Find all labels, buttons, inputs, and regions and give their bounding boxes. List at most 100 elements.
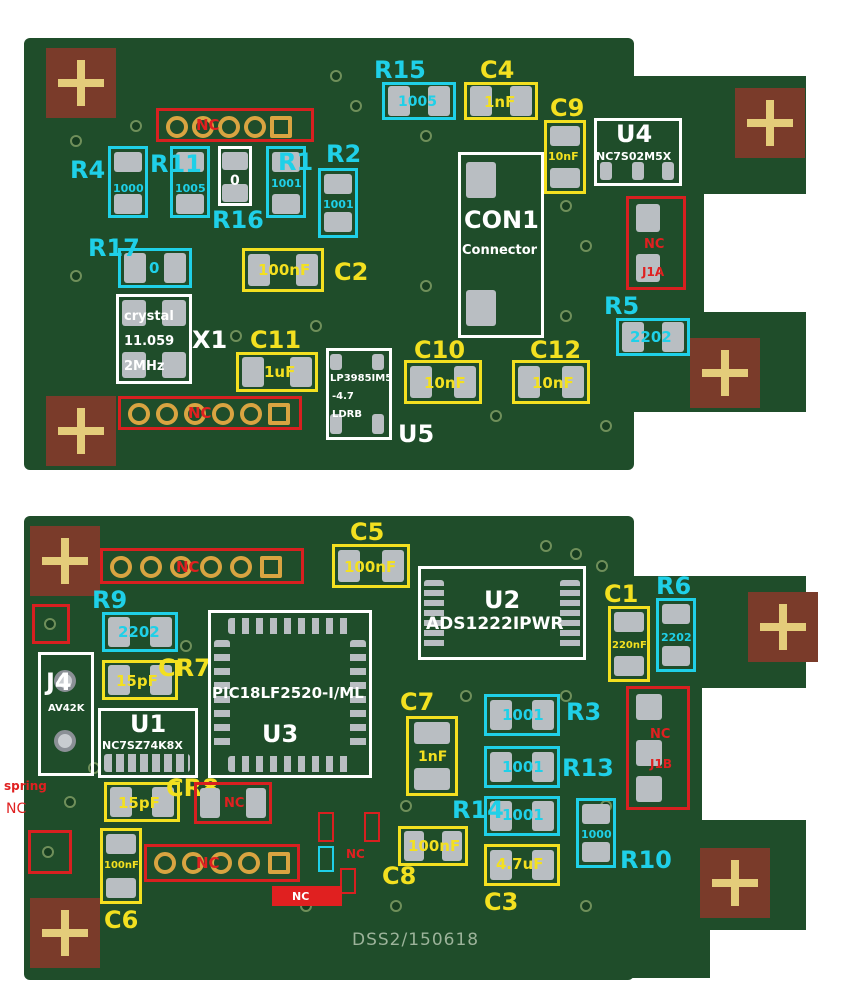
header-pin bbox=[128, 403, 150, 425]
r6-ref: R6 bbox=[656, 572, 692, 600]
pad bbox=[330, 414, 342, 434]
r10-ref: R10 bbox=[620, 846, 672, 874]
r9-ref: R9 bbox=[92, 586, 128, 614]
r4-value: 1000 bbox=[113, 182, 144, 195]
j1b-label: J1B bbox=[650, 757, 672, 771]
r9-box bbox=[102, 612, 178, 652]
pad bbox=[248, 254, 270, 286]
x1-line3: 2MHz bbox=[124, 359, 165, 374]
top-left-mount-cross bbox=[46, 48, 116, 118]
r4-box bbox=[108, 146, 148, 218]
nc-header-bottom-bot-box bbox=[144, 844, 300, 882]
j4-pin bbox=[54, 670, 76, 692]
header-pin bbox=[184, 403, 206, 425]
pad bbox=[290, 357, 312, 387]
c3-box bbox=[484, 844, 560, 886]
nc-header-top-box bbox=[156, 108, 314, 142]
u3-value: PIC18LF2520-I/ML bbox=[212, 684, 364, 702]
bottom-right-mount-cross-top bbox=[690, 338, 760, 408]
x1-box bbox=[116, 294, 192, 384]
spring-label: spring bbox=[4, 779, 47, 793]
header-pin bbox=[218, 116, 240, 138]
pad bbox=[150, 617, 172, 647]
c2-value: 100nF bbox=[258, 261, 311, 279]
c5-box bbox=[332, 544, 410, 588]
pad bbox=[424, 580, 444, 650]
header-pin bbox=[240, 403, 262, 425]
con1-box bbox=[458, 152, 544, 338]
pad bbox=[338, 550, 360, 582]
r11-value: 1005 bbox=[175, 182, 206, 195]
top-right-mount-cross bbox=[735, 88, 805, 158]
via bbox=[580, 900, 592, 912]
r16-value: 0 bbox=[230, 173, 240, 189]
pad bbox=[108, 665, 130, 695]
pad bbox=[510, 86, 532, 116]
pad bbox=[150, 665, 172, 695]
u1-value: NC7SZ74K8X bbox=[102, 739, 183, 752]
nc-small-label: NC bbox=[346, 847, 365, 861]
spring-nc-bottom-box bbox=[28, 830, 72, 874]
mount-cross bbox=[30, 898, 100, 968]
u3-ref: U3 bbox=[262, 720, 299, 748]
c8-box bbox=[398, 826, 468, 866]
r16-box bbox=[218, 146, 252, 206]
c5-ref: C5 bbox=[350, 518, 385, 546]
pad bbox=[560, 580, 580, 650]
header-pin bbox=[270, 116, 292, 138]
c10-ref: C10 bbox=[414, 336, 466, 364]
pad bbox=[614, 656, 644, 676]
header-pin bbox=[244, 116, 266, 138]
r13-box bbox=[484, 746, 560, 788]
r11-ref: R11 bbox=[150, 150, 202, 178]
pad bbox=[246, 788, 266, 818]
header-pin bbox=[260, 556, 282, 578]
pad bbox=[324, 212, 352, 232]
pad bbox=[214, 640, 230, 750]
c6-box bbox=[100, 828, 142, 904]
pad bbox=[330, 354, 342, 370]
pad bbox=[550, 126, 580, 146]
silkscreen-text: DSS2/150618 bbox=[352, 930, 480, 950]
via bbox=[310, 320, 322, 332]
nc-small-part-box bbox=[318, 846, 334, 872]
pad bbox=[104, 754, 190, 772]
via bbox=[350, 100, 362, 112]
u3-box bbox=[208, 610, 372, 778]
c6-ref: C6 bbox=[104, 906, 139, 934]
via bbox=[230, 330, 242, 342]
r5-value: 2202 bbox=[630, 328, 672, 346]
pad bbox=[124, 253, 146, 283]
j4-value: AV42K bbox=[48, 703, 85, 714]
header-pin bbox=[212, 403, 234, 425]
u5-line3: LDRB bbox=[332, 409, 362, 420]
pad bbox=[532, 850, 554, 880]
pad bbox=[122, 300, 146, 326]
pad bbox=[162, 352, 186, 378]
j4-ref: J4 bbox=[46, 668, 72, 696]
c8-ref: C8 bbox=[382, 862, 417, 890]
pad bbox=[428, 86, 450, 116]
r17-value: 0 bbox=[149, 259, 160, 277]
c2-box bbox=[242, 248, 324, 292]
pad bbox=[324, 174, 352, 194]
pad bbox=[636, 694, 662, 720]
r2-box bbox=[318, 168, 358, 238]
pad bbox=[108, 617, 130, 647]
via bbox=[600, 420, 612, 432]
c1-value: 220nF bbox=[612, 640, 647, 651]
pad bbox=[490, 752, 512, 782]
u5-line2: -4.7 bbox=[332, 391, 354, 402]
r14-ref: R14 bbox=[452, 796, 504, 824]
r10-box bbox=[576, 798, 616, 868]
r11-box bbox=[170, 146, 210, 218]
c12-ref: C12 bbox=[530, 336, 582, 364]
j1a-box bbox=[626, 196, 686, 290]
via bbox=[580, 240, 592, 252]
c9-box bbox=[544, 120, 586, 194]
pad bbox=[272, 194, 300, 214]
cr7-ref: CR7 bbox=[158, 654, 211, 682]
pad bbox=[114, 194, 142, 214]
r6-box bbox=[656, 598, 696, 672]
x1-line2: 11.059 bbox=[124, 334, 175, 349]
